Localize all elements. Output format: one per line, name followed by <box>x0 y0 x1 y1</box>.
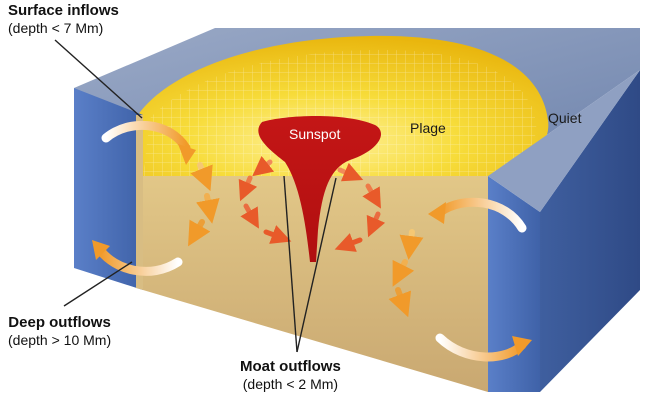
moat-circulation-arrows <box>238 155 386 252</box>
surface-inflows-title: Surface inflows <box>8 2 119 19</box>
sunspot <box>258 116 382 262</box>
moat-outflows-depth: (depth < 2 Mm) <box>242 376 339 392</box>
front-right-quiet-section <box>488 176 540 392</box>
surface-inflows-leader <box>54 39 143 119</box>
deep-outflows-leader <box>63 261 133 307</box>
deep-outflows-title: Deep outflows <box>8 314 111 331</box>
moat-outflows-title: Moat outflows <box>240 358 341 375</box>
deep-outflow-arrow-left <box>95 245 183 276</box>
surface-inflow-arrow-right <box>435 197 527 233</box>
moat-outflows-leader-left <box>283 175 298 353</box>
surface-inflow-arrow-left <box>101 120 191 153</box>
moat-outflows-leader-right <box>296 177 337 353</box>
right-downflow-arrows <box>388 229 424 318</box>
surface-inflows-label: Surface inflows (depth < 7 Mm) <box>8 2 119 37</box>
surface-inflow-arrowhead-right <box>428 202 446 224</box>
surface-inflows-depth: (depth < 7 Mm) <box>8 20 104 36</box>
surface-inflow-arrowhead-left <box>178 144 196 165</box>
sunspot-label: Sunspot <box>289 126 341 142</box>
plage-grid <box>143 49 537 177</box>
quiet-label: Quiet <box>548 110 582 126</box>
deep-outflows-label: Deep outflows (depth > 10 Mm) <box>8 314 111 349</box>
moat-outflows-label: Moat outflows (depth < 2 Mm) <box>240 358 341 393</box>
deep-outflow-arrowhead-left <box>92 240 110 260</box>
plage-label: Plage <box>410 120 446 136</box>
left-downflow-arrows <box>188 162 220 247</box>
left-quiet-section <box>74 88 143 290</box>
deep-outflow-arrowhead-right <box>512 336 532 356</box>
interior-left-strip <box>136 115 143 290</box>
deep-outflows-depth: (depth > 10 Mm) <box>8 332 112 348</box>
right-side-face <box>540 70 640 392</box>
right-top-edge <box>488 70 640 212</box>
